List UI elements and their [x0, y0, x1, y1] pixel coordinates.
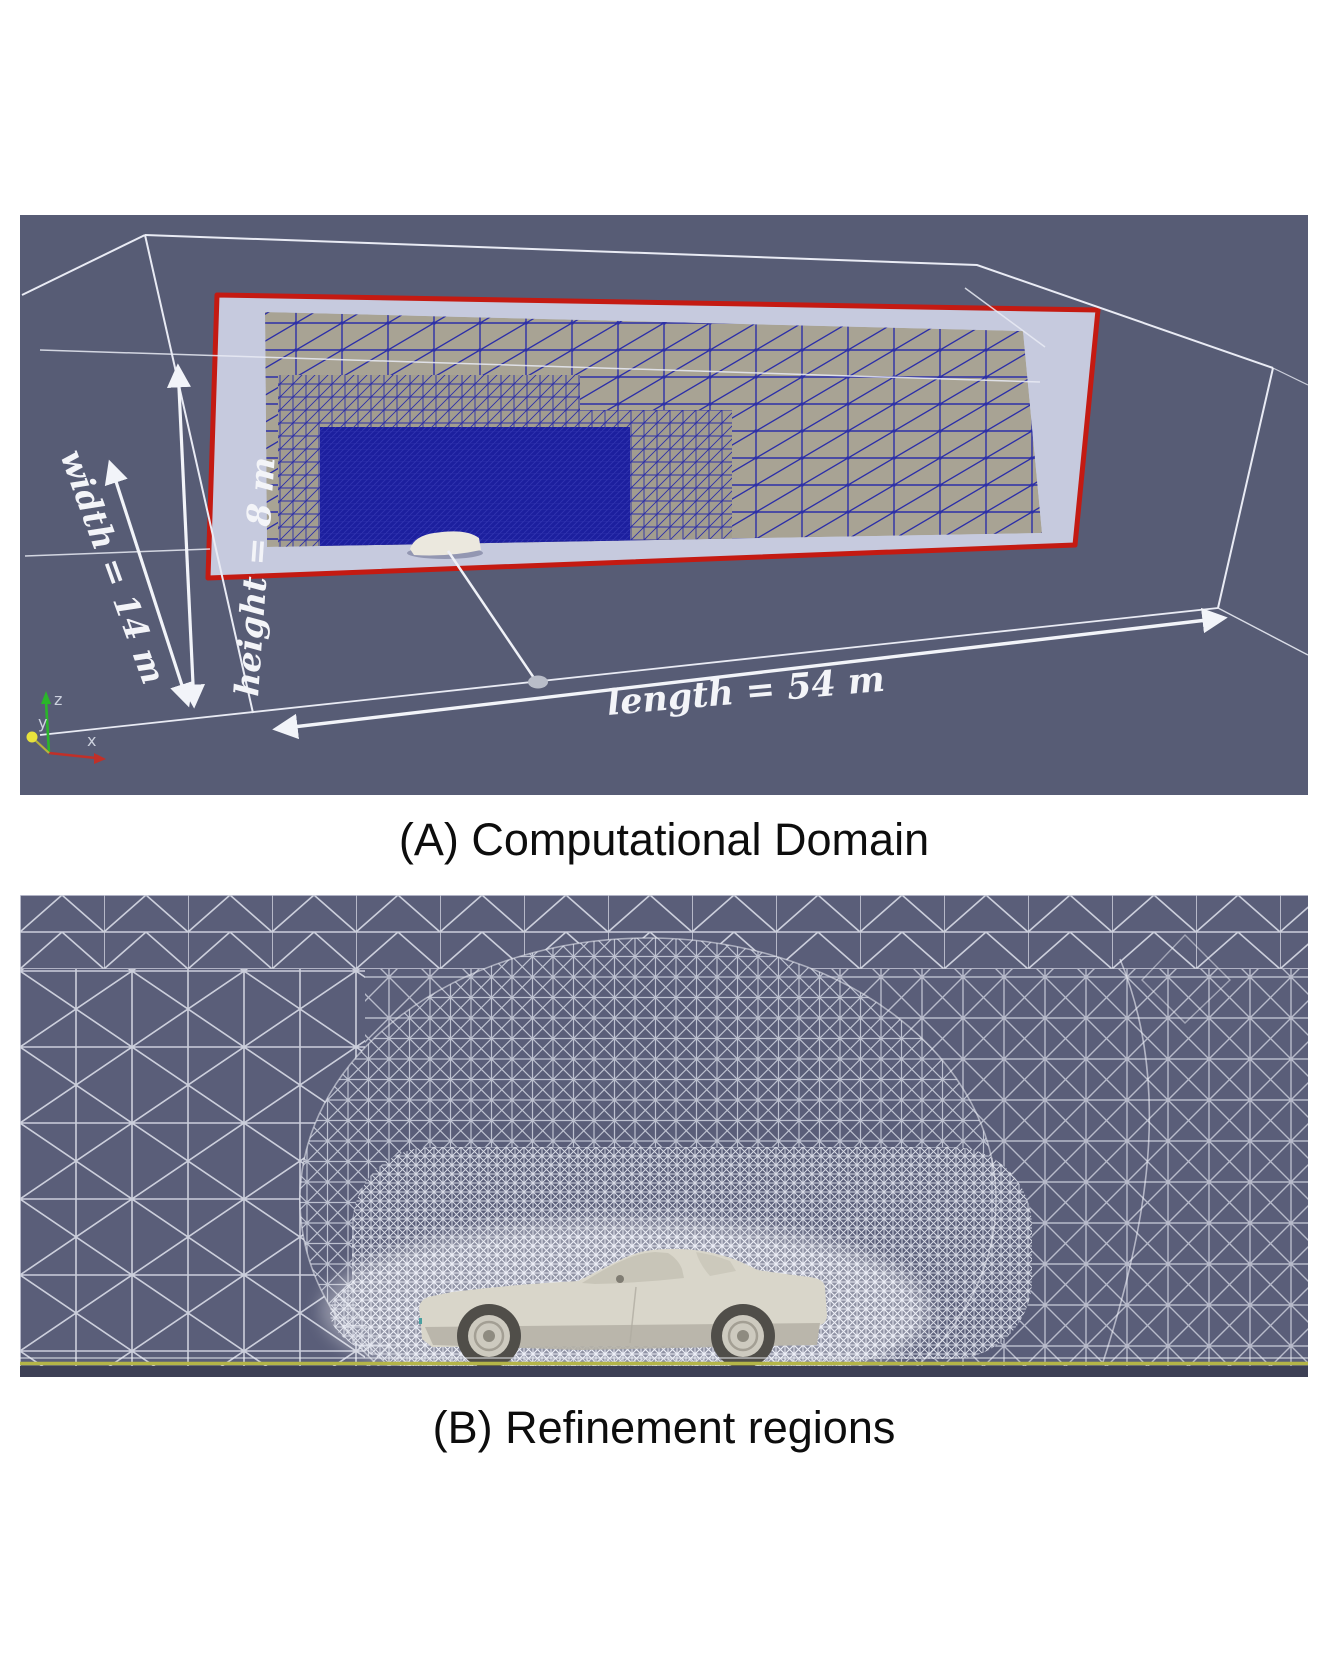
refinement-boundaries [299, 933, 1232, 1377]
z-axis-label: z [54, 690, 62, 709]
panel-a-render: height = 8 m width = 14 m length = 54 m … [20, 215, 1308, 795]
car-rear-glass [696, 1252, 736, 1276]
panel-b-refinement-regions [20, 895, 1308, 1377]
diamond-refinement-cell [1141, 933, 1232, 1024]
car-front-wheel [457, 1304, 521, 1368]
length-arrow [272, 607, 1228, 740]
ground [20, 1357, 1308, 1377]
width-arrow [104, 459, 194, 708]
ground-band [20, 1366, 1308, 1377]
caption-panel-a: (A) Computational Domain [398, 814, 930, 865]
y-axis-ball [26, 731, 38, 743]
caption-panel-b: (B) Refinement regions [432, 1402, 896, 1453]
car-model [419, 1248, 827, 1368]
car-rear-wheel [711, 1304, 775, 1368]
coarse-mesh-band-top [20, 895, 1308, 969]
y-axis-label: y [38, 713, 47, 732]
mesh-slice-plane [265, 312, 1042, 547]
dimension-arrows [104, 363, 1228, 740]
car-front-marker [419, 1318, 422, 1324]
orientation-axes-widget: z y x [26, 690, 106, 764]
z-axis-arrowhead [41, 691, 51, 704]
car-model-small [407, 531, 483, 559]
car-glass [582, 1252, 684, 1284]
x-axis-arrowhead [94, 753, 106, 764]
panel-a-computational-domain: height = 8 m width = 14 m length = 54 m … [20, 215, 1308, 795]
car-mirror [616, 1275, 624, 1283]
panel-b-render [20, 895, 1308, 1377]
coarse-mesh-zone-left [20, 895, 365, 1377]
x-axis-label: x [87, 731, 96, 750]
car-door-line [629, 1286, 637, 1344]
